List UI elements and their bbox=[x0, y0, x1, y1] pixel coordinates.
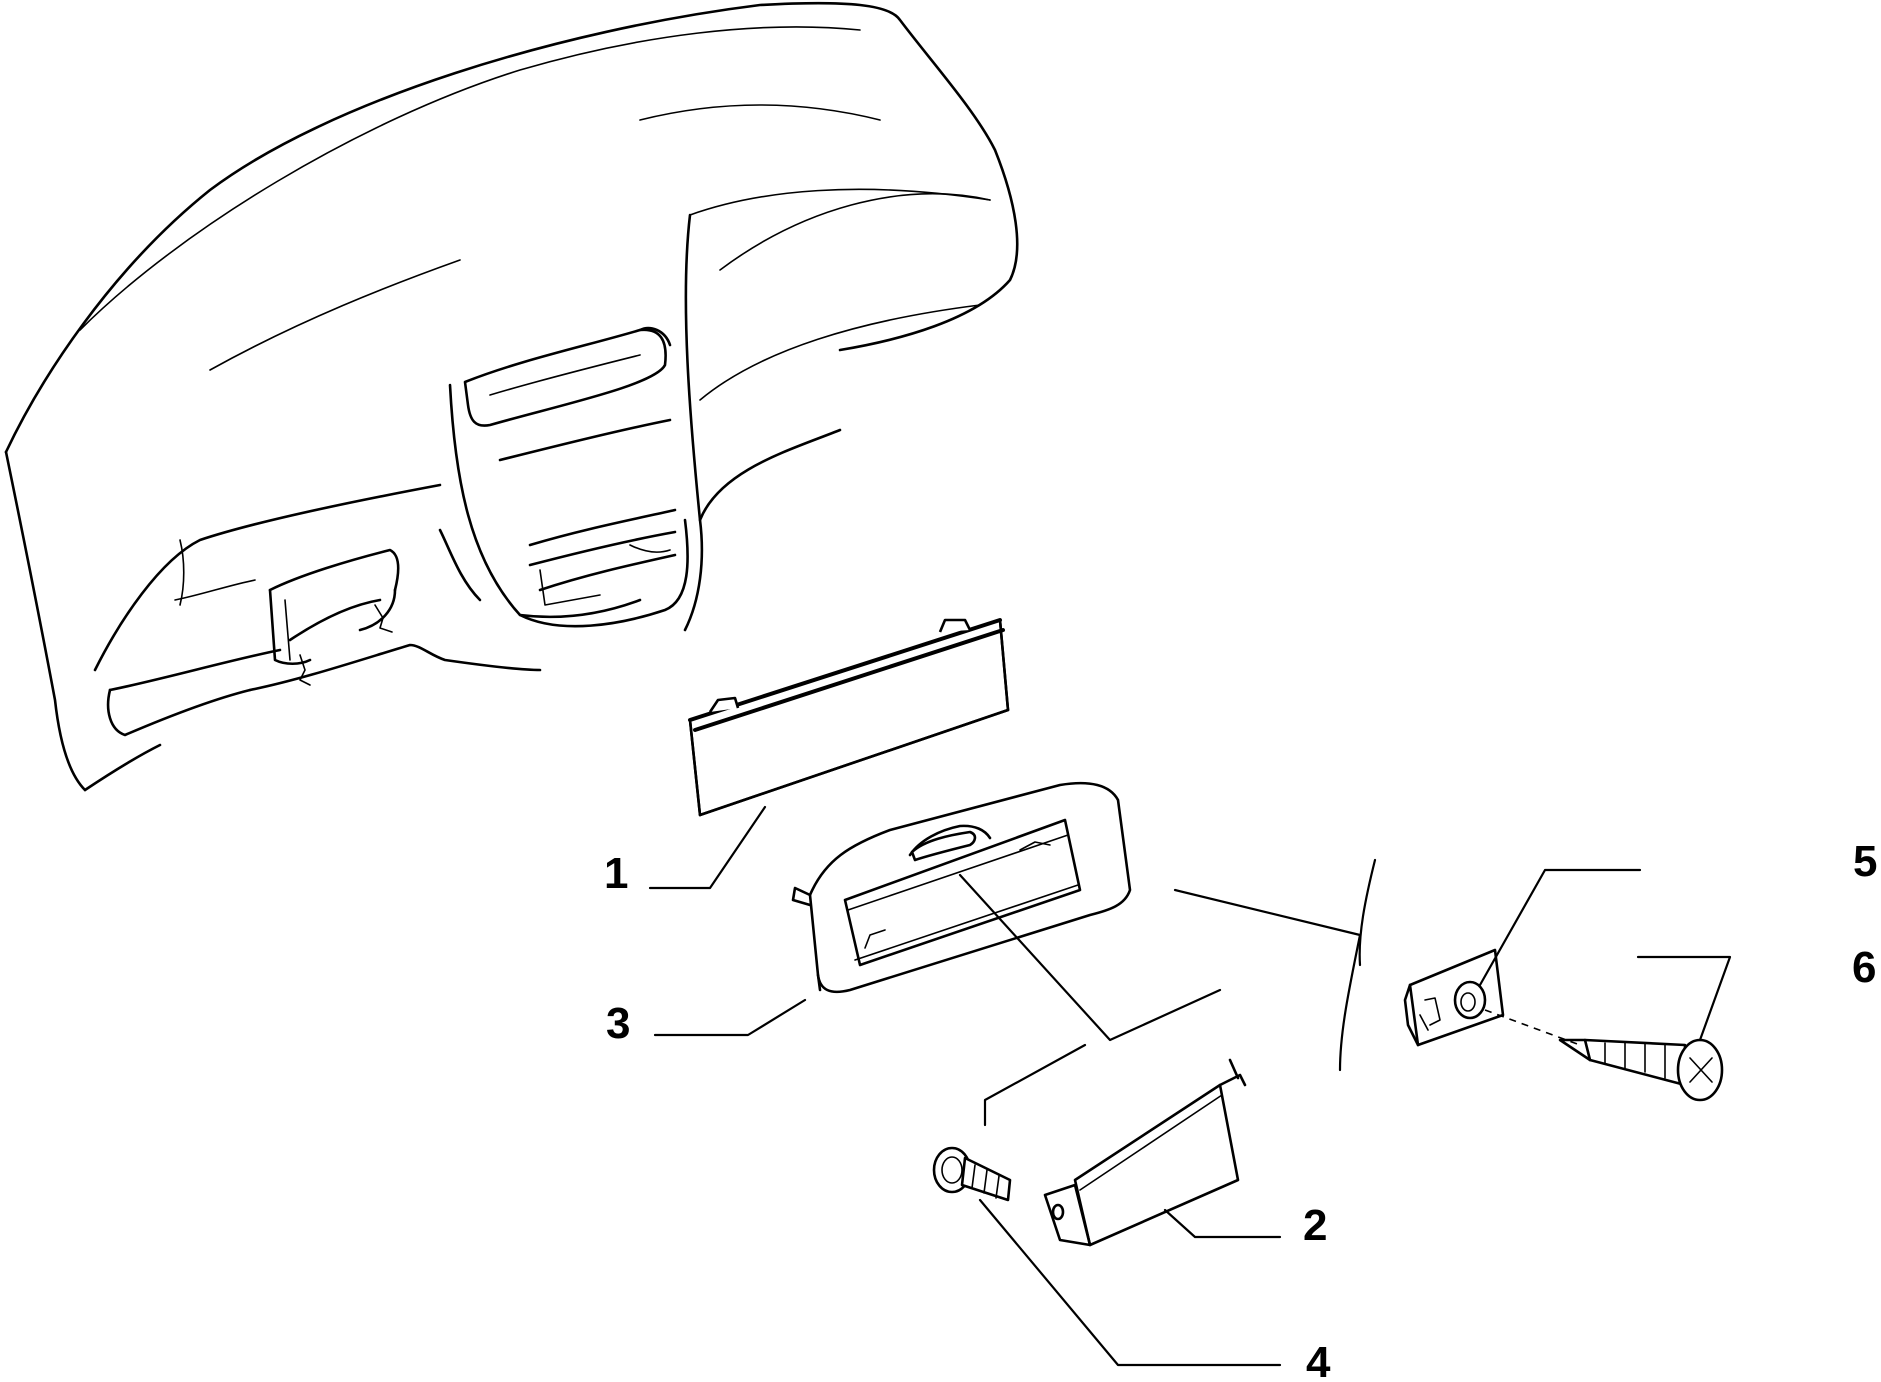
part-6-screw bbox=[1558, 1038, 1724, 1102]
part-1-cover-panel bbox=[688, 618, 1010, 817]
part-3-radio-bezel bbox=[791, 781, 1132, 994]
callout-6: 6 bbox=[1852, 943, 1876, 992]
leader-5 bbox=[1478, 868, 1642, 987]
leader-lines bbox=[648, 805, 1732, 1367]
leader-3 bbox=[653, 998, 807, 1037]
leader-1 bbox=[648, 805, 767, 890]
callout-1: 1 bbox=[604, 849, 628, 898]
leader-6 bbox=[1636, 955, 1732, 1042]
callout-4: 4 bbox=[1306, 1338, 1331, 1382]
assembly-guide-lines bbox=[958, 858, 1581, 1127]
callout-labels: 1 3 5 6 2 4 bbox=[604, 837, 1877, 1382]
leader-2 bbox=[1163, 1208, 1282, 1239]
leader-4 bbox=[978, 1198, 1282, 1367]
callout-2: 2 bbox=[1303, 1201, 1327, 1250]
dashboard-assembly bbox=[4, 1, 1019, 792]
part-5-clip-nut bbox=[1403, 948, 1505, 1047]
callout-5: 5 bbox=[1853, 837, 1877, 886]
part-4-screw bbox=[932, 1146, 1012, 1202]
callout-3: 3 bbox=[606, 999, 630, 1048]
part-2-bracket bbox=[1043, 1058, 1247, 1247]
